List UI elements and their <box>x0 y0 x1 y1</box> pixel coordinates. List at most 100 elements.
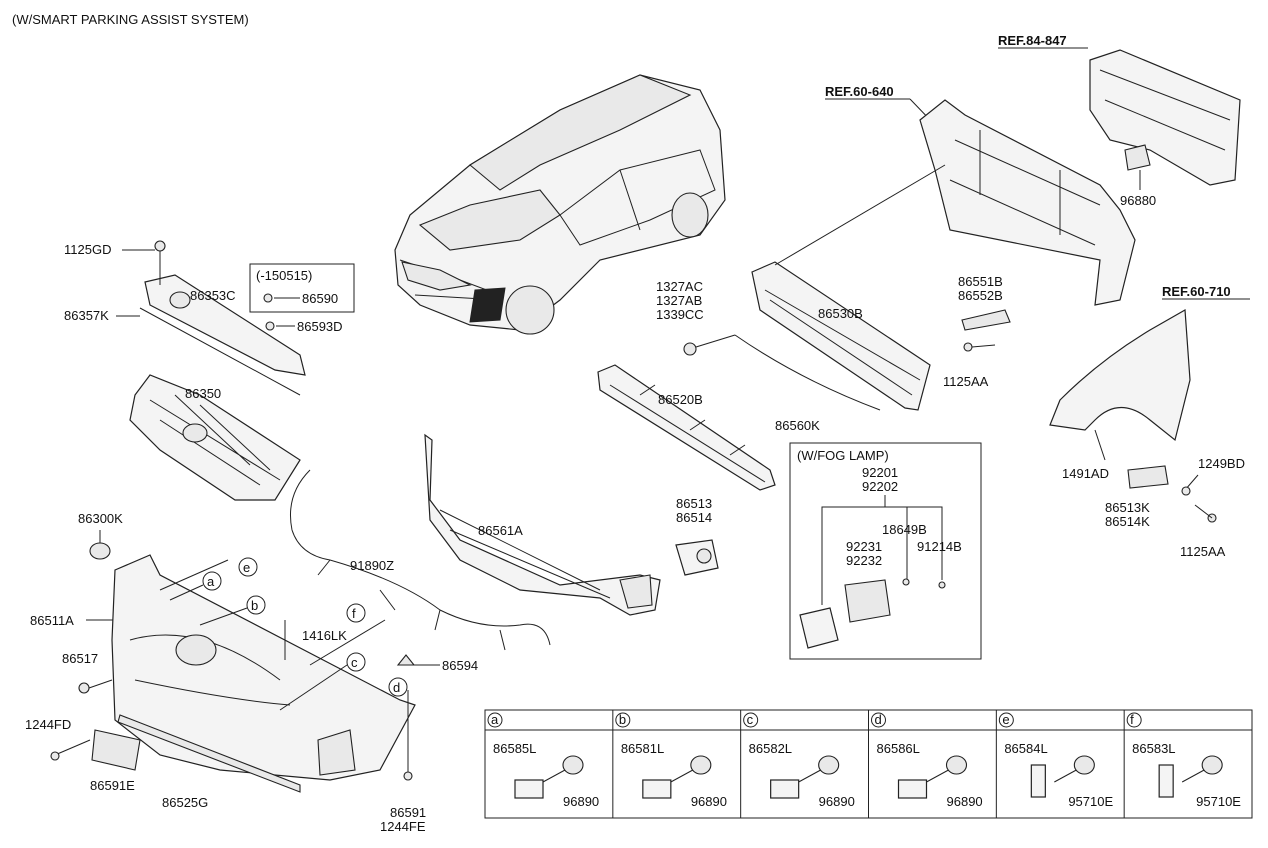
part-1125aa-2-label: 1125AA <box>1180 544 1226 559</box>
front-bumper: 86300K 86511A 86517 1244FD 86591E 86525G… <box>25 511 478 834</box>
table-sensor-label: 96890 <box>947 794 983 809</box>
part-1491ad-label: 1491AD <box>1062 466 1109 481</box>
part-1249bd-label: 1249BD <box>1198 456 1245 471</box>
table-letter-circle <box>615 712 631 728</box>
table-letter: e <box>1002 712 1009 727</box>
sensor-shape <box>1201 755 1223 775</box>
sensor-shape <box>818 755 840 775</box>
callout-a: a <box>207 574 215 589</box>
energy-absorber: 86520B <box>597 364 776 491</box>
part-86525g-label: 86525G <box>162 795 208 810</box>
sensor-bracket-shape <box>514 779 544 799</box>
part-1244fe-label: 1244FE <box>380 819 426 834</box>
part-18649b-label: 18649B <box>882 522 927 537</box>
table-letter-circle <box>998 712 1014 728</box>
table-bracket-label: 86582L <box>749 741 792 756</box>
part-1244fd-label: 1244FD <box>25 717 71 732</box>
vehicle-illustration <box>394 74 726 335</box>
part-1125aa-label: 1125AA <box>943 374 989 389</box>
part-91214b-label: 91214B <box>917 539 962 554</box>
part-86591e-label: 86591E <box>90 778 135 793</box>
lower-grille: 86561A <box>424 433 661 616</box>
part-86591-label: 86591 <box>390 805 426 820</box>
table-letter: d <box>875 712 882 727</box>
table-sensor-label: 96890 <box>819 794 855 809</box>
sensor-bracket-shape <box>1030 764 1046 798</box>
table-sensor-label: 95710E <box>1068 794 1113 809</box>
table-bracket-label: 86584L <box>1004 741 1047 756</box>
part-1416lk-label: 1416LK <box>302 628 347 643</box>
part-92202-label: 92202 <box>862 479 898 494</box>
part-86517-label: 86517 <box>62 651 98 666</box>
table-letter-circle <box>1126 712 1142 728</box>
part-86514-label: 86514 <box>676 510 712 525</box>
part-92232-label: 92232 <box>846 553 882 568</box>
bumper-callouts: e a b f c d <box>159 557 408 711</box>
part-86530b-label: 86530B <box>818 306 863 321</box>
part-91890z-label: 91890Z <box>350 558 394 573</box>
part-1125gd-label: 1125GD <box>64 242 111 257</box>
part-86350-label: 86350 <box>185 386 221 401</box>
grille-upper-bracket: 1125GD 86353C 86357K (-150515) 86590 865… <box>64 240 355 396</box>
table-letter-circle <box>871 712 886 728</box>
date-note-label: (-150515) <box>256 268 312 283</box>
callout-c: c <box>351 655 358 670</box>
part-86513k-label: 86513K <box>1105 500 1150 515</box>
part-86561a-label: 86561A <box>478 523 523 538</box>
fog-lamp-title: (W/FOG LAMP) <box>797 448 889 463</box>
sensor-table: a 86585L 96890 b 86581L 96890 c 86582L 96890 d 865… <box>484 709 1253 819</box>
ref-60-710-fender: REF.60-710 <box>1049 284 1250 442</box>
part-86514k-label: 86514K <box>1105 514 1150 529</box>
ref-84-847-assembly: REF.84-847 96880 <box>998 33 1241 208</box>
table-letter: b <box>619 712 626 727</box>
table-bracket-label: 86583L <box>1132 741 1175 756</box>
table-bracket-label: 86581L <box>621 741 664 756</box>
table-bracket-label: 86586L <box>877 741 920 756</box>
table-letter: a <box>491 712 499 727</box>
callout-f: f <box>352 606 356 621</box>
part-86353c-label: 86353C <box>190 288 236 303</box>
part-86590-label: 86590 <box>302 291 338 306</box>
table-sensor-label: 96890 <box>691 794 727 809</box>
date-note-box <box>249 263 355 313</box>
part-86560k-label: 86560K <box>775 418 820 433</box>
sensor-shape <box>945 755 968 775</box>
part-86511a-label: 86511A <box>30 613 74 628</box>
table-letter: c <box>747 712 754 727</box>
garnish-86513: 86513 86514 <box>675 496 719 576</box>
part-86593d-label: 86593D <box>297 319 343 334</box>
bracket-86551b: 86551B 86552B 1125AA <box>943 274 1011 389</box>
ref-60-710-label: REF.60-710 <box>1162 284 1231 299</box>
part-86357k-label: 86357K <box>64 308 109 323</box>
part-86551b-label: 86551B <box>958 274 1003 289</box>
part-86513-label: 86513 <box>676 496 712 511</box>
table-bracket-label: 86585L <box>493 741 536 756</box>
fender-side-parts: 1491AD 1249BD 86513K 86514K 1125AA <box>1062 429 1245 559</box>
table-letter-circle <box>487 712 503 728</box>
part-92231-label: 92231 <box>846 539 882 554</box>
callout-b: b <box>251 598 258 613</box>
sensor-shape <box>562 755 584 775</box>
wiring-harness: 91890Z <box>289 469 551 651</box>
bumper-beam: 86530B 86560K 1327AC 1327AB 1339CC <box>656 164 946 433</box>
part-1327ac-label: 1327AC <box>656 279 703 294</box>
part-86594-label: 86594 <box>442 658 478 673</box>
sensor-bracket-shape <box>1158 764 1174 798</box>
sensor-shape <box>690 755 712 775</box>
sensor-bracket-shape <box>642 779 672 799</box>
callout-d: d <box>393 680 400 695</box>
table-sensor-label: 95710E <box>1196 794 1241 809</box>
part-86552b-label: 86552B <box>958 288 1003 303</box>
fog-lamp-box: (W/FOG LAMP) 92201 92202 18649B 92231 92… <box>789 442 982 660</box>
callout-e: e <box>243 560 250 575</box>
table-letter-circle <box>743 712 759 728</box>
part-92201-label: 92201 <box>862 465 898 480</box>
ref-60-640-assembly: REF.60-640 <box>825 84 1136 306</box>
part-1339cc-label: 1339CC <box>656 307 704 322</box>
table-sensor-label: 96890 <box>563 794 599 809</box>
part-86520b-label: 86520B <box>658 392 703 407</box>
table-letter: f <box>1130 712 1134 727</box>
part-86300k-label: 86300K <box>78 511 123 526</box>
diagram-header: (W/SMART PARKING ASSIST SYSTEM) <box>12 12 249 27</box>
ref-84-847-label: REF.84-847 <box>998 33 1067 48</box>
